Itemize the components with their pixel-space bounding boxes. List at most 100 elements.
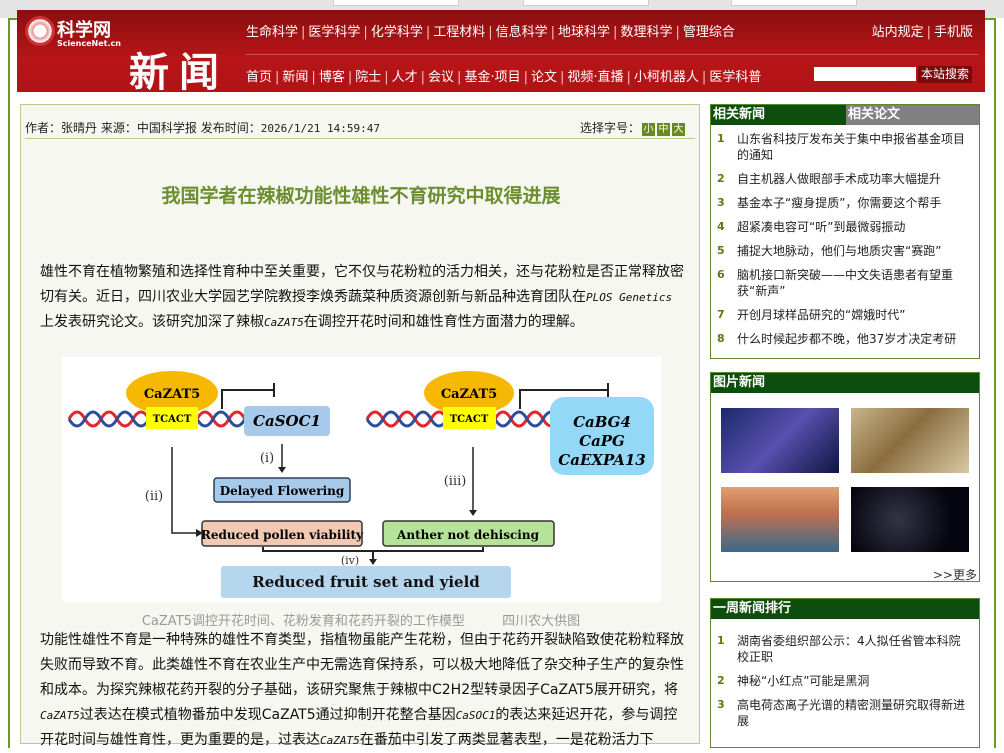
nav-separator: | — [613, 25, 618, 40]
news-link[interactable]: 自主机器人做眼部手术成功率大幅提升 — [737, 172, 942, 186]
nav-main-link[interactable]: 小柯机器人 — [633, 70, 699, 85]
nav-main-link[interactable]: 首页 — [246, 70, 273, 85]
news-list-item[interactable]: 5 捕捉大地脉动，他们与地质灾害“赛跑” — [717, 243, 971, 259]
label-i: (i) — [260, 451, 274, 466]
logo-emblem-icon — [25, 16, 55, 46]
protein-label: CaZAT5 — [144, 387, 200, 402]
more-link[interactable]: >>更多 — [932, 568, 977, 582]
nav-subject-link[interactable]: 地球科学 — [558, 25, 611, 40]
link-rules[interactable]: 站内规定 — [871, 25, 924, 40]
top-field — [523, 0, 649, 6]
nav-subject-link[interactable]: 生命科学 — [246, 25, 299, 40]
meta-divider — [25, 138, 695, 139]
news-link[interactable]: 基金本子“瘦身提质”，你需要这个帮手 — [737, 196, 942, 210]
journal-name: PLOS Genetics — [586, 291, 673, 304]
news-link[interactable]: 什么时候起步都不晚，他37岁才决定考研 — [737, 332, 957, 346]
targets2-box — [550, 397, 654, 475]
font-size-selector: 选择字号：小中大 — [580, 119, 685, 136]
nav-main-link[interactable]: 博客 — [318, 70, 345, 85]
font-large-button[interactable]: 大 — [672, 123, 685, 136]
bracket-iv — [262, 547, 484, 560]
protein-label: CaZAT5 — [441, 387, 497, 402]
nav-main-link[interactable]: 基金·项目 — [464, 70, 521, 85]
news-link[interactable]: 开创月球样品研究的“嫦娥时代” — [737, 308, 906, 322]
font-medium-button[interactable]: 中 — [657, 123, 670, 136]
nav-subject-link[interactable]: 信息科学 — [495, 25, 548, 40]
news-list-item[interactable]: 4 超紧凑电容可“听”到最微弱振动 — [717, 219, 971, 235]
news-list-item[interactable]: 8 什么时候起步都不晚，他37岁才决定考研 — [717, 331, 971, 347]
font-size-label: 选择字号： — [579, 121, 640, 135]
nav-separator: | — [488, 25, 493, 40]
publish-time: 2026/1/21 14:59:47 — [260, 122, 380, 135]
photo-thumbnail[interactable] — [721, 487, 839, 552]
nav-main-link[interactable]: 视频·直播 — [567, 70, 624, 85]
news-link[interactable]: 高电荷态离子光谱的精密测量研究取得新进展 — [737, 698, 966, 728]
article-title: 我国学者在辣椒功能性雄性不育研究中取得进展 — [161, 185, 561, 207]
link-mobile[interactable]: 手机版 — [933, 25, 973, 40]
nav-subject-link[interactable]: 工程材料 — [433, 25, 486, 40]
rank-number: 8 — [717, 332, 725, 345]
paragraph-1: 雄性不育在植物繁殖和选择性育种中至关重要，它不仅与花粉粒的活力相关，还与花粉粒是… — [40, 264, 684, 330]
tab-related-papers[interactable]: 相关论文 — [846, 105, 979, 125]
nav-separator: | — [311, 70, 316, 85]
top-field — [333, 0, 459, 6]
target2-label: CaBG4 — [573, 413, 631, 431]
news-link[interactable]: 超紧凑电容可“听”到最微弱振动 — [737, 220, 906, 234]
nav-separator: | — [701, 70, 707, 85]
font-small-button[interactable]: 小 — [642, 123, 655, 136]
photo-thumbnail[interactable] — [851, 487, 969, 552]
search-button[interactable]: 本站搜索 — [918, 66, 972, 83]
source: 中国科学报 — [136, 121, 197, 135]
nav-main-link[interactable]: 院士 — [355, 70, 382, 85]
news-link[interactable]: 神秘“小红点”可能是黑洞 — [737, 674, 870, 688]
top-field — [731, 0, 857, 6]
sciencenet-logo[interactable]: 科学网 ScienceNet.cn — [25, 16, 135, 50]
news-list-item[interactable]: 6 脑机接口新突破——中文失语患者有望重获“新声” — [717, 267, 971, 299]
label-ii: (ii) — [145, 489, 163, 504]
search-input[interactable] — [814, 67, 916, 81]
arrowhead-iv — [369, 559, 377, 565]
anther-label: Anther not dehiscing — [396, 528, 540, 542]
nav-main-link[interactable]: 论文 — [530, 70, 557, 85]
nav-main-link[interactable]: 人才 — [391, 70, 418, 85]
arrowhead-i — [278, 467, 286, 473]
photo-thumbnail[interactable] — [851, 408, 969, 473]
rank-number: 5 — [717, 244, 725, 257]
rank-number: 6 — [717, 268, 725, 281]
arrowhead-ii — [196, 529, 203, 537]
header-links: 站内规定|手机版 — [871, 25, 973, 40]
nav-subject-link[interactable]: 数理科学 — [620, 25, 673, 40]
nav-subject-link[interactable]: 化学科学 — [370, 25, 423, 40]
photo-thumbnail[interactable] — [721, 408, 839, 473]
motif-box — [146, 407, 198, 429]
nav-separator: | — [420, 70, 426, 85]
nav-subject-link[interactable]: 医学科学 — [308, 25, 361, 40]
article-panel: 作者：张晴丹 来源：中国科学报 发布时间：2026/1/21 14:59:47 … — [20, 104, 700, 748]
rank-number: 4 — [717, 220, 725, 233]
nav-main-link[interactable]: 新闻 — [282, 70, 309, 85]
logo-subtext: ScienceNet.cn — [57, 39, 121, 48]
news-link[interactable]: 脑机接口新突破——中文失语患者有望重获“新声” — [737, 268, 954, 298]
tab-related-news[interactable]: 相关新闻 — [711, 105, 846, 125]
target1-box — [244, 406, 330, 436]
news-link[interactable]: 捕捉大地脉动，他们与地质灾害“赛跑” — [737, 244, 942, 258]
nav-main-link[interactable]: 医学科普 — [709, 70, 762, 85]
news-link[interactable]: 湖南省委组织部公示：4人拟任省管本科院校正职 — [737, 634, 961, 664]
author-label: 作者： — [25, 121, 62, 135]
section-title: 新闻 — [129, 50, 229, 96]
nav-separator: | — [363, 25, 368, 40]
nav-main-link[interactable]: 会议 — [428, 70, 455, 85]
weekly-ranking-title: 一周新闻排行 — [711, 599, 979, 619]
header-divider — [246, 54, 978, 55]
news-link[interactable]: 山东省科技厅发布关于集中申报省基金项目的通知 — [737, 132, 966, 162]
nav-subject-link[interactable]: 管理综合 — [682, 25, 735, 40]
nav-separator: | — [523, 70, 528, 85]
